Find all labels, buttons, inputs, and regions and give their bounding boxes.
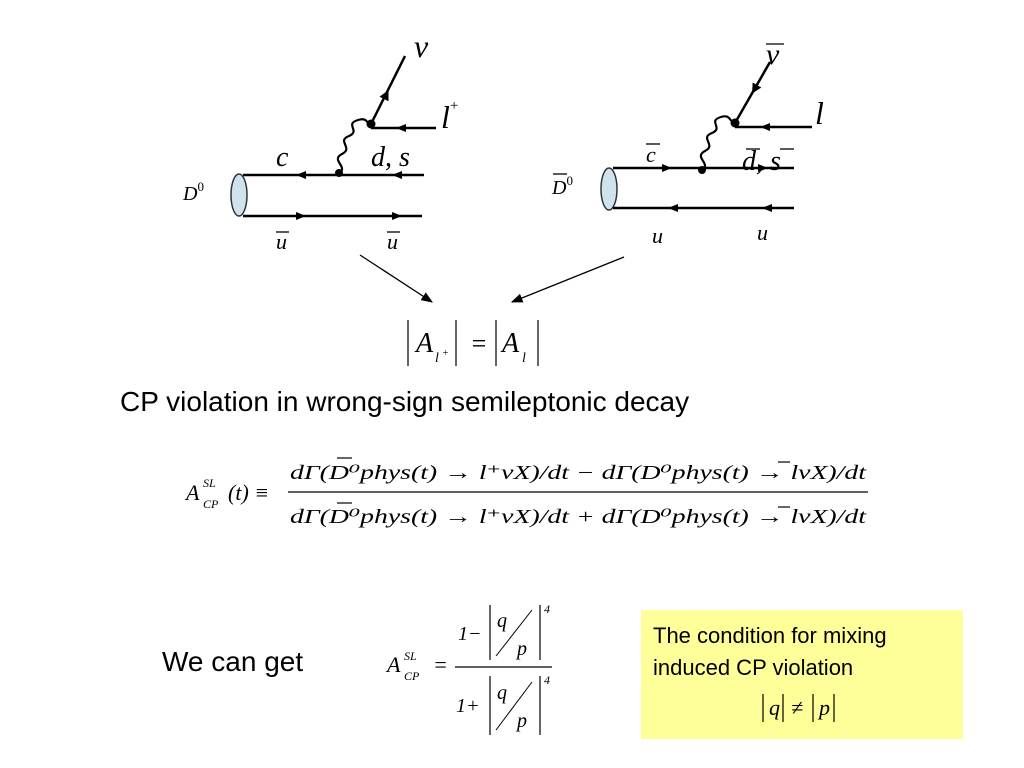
left-bottom-quark-left-label: u [276, 229, 287, 254]
amplitude-relation: A l + = A l [407, 320, 539, 366]
svg-text:CP: CP [404, 669, 420, 683]
svg-text:p: p [817, 695, 830, 720]
svg-text:≠: ≠ [791, 695, 803, 720]
left-converge-arrow [359, 254, 433, 303]
condition-box: The condition for mixing induced CP viol… [641, 610, 963, 739]
svg-text:p: p [515, 638, 527, 660]
svg-text:q: q [497, 610, 507, 632]
svg-text:=: = [433, 652, 448, 677]
right-converge-arrow [510, 256, 625, 303]
right-lepton-label: l [815, 95, 824, 131]
svg-text:A: A [500, 328, 520, 359]
condition-line-1: The condition for mixing [653, 623, 887, 648]
right-meson-label: D0 [551, 173, 573, 199]
svg-text:(t) ≡: (t) ≡ [228, 480, 269, 505]
asymmetry-numerator: dΓ(D⁰phys(t) → l⁺νX)/dt − dΓ(D⁰phys(t) →… [290, 462, 867, 484]
condition-formula: q ≠ p [762, 694, 835, 722]
right-bottom-quark-right-label: u [757, 220, 768, 245]
svg-text:A: A [385, 652, 401, 677]
left-neutrino-line [369, 55, 407, 125]
svg-text:A: A [184, 480, 200, 505]
left-w-boson [336, 118, 372, 174]
right-w-boson [699, 115, 736, 171]
left-top-quark-out-label: d, s [371, 142, 410, 173]
left-meson-ellipse [230, 173, 248, 217]
section-heading: CP violation in wrong-sign semileptonic … [120, 386, 690, 417]
right-top-quark-out-label: d, s [742, 146, 781, 177]
svg-text:p: p [515, 710, 527, 732]
right-feynman-diagram [600, 61, 812, 212]
left-feynman-diagram [230, 55, 436, 220]
svg-text:q: q [497, 682, 507, 704]
svg-text:1−: 1− [458, 623, 482, 645]
right-bottom-quark-left-label: u [652, 223, 663, 248]
svg-text:SL: SL [203, 476, 216, 490]
svg-text:A: A [414, 328, 434, 359]
right-top-quark-label: c [646, 142, 656, 167]
svg-text:SL: SL [404, 649, 417, 663]
left-lepton-label: l+ [441, 98, 458, 135]
right-neutrino-label: ν [766, 38, 780, 71]
left-meson-label: D0 [182, 179, 204, 205]
svg-text:l: l [522, 351, 526, 366]
svg-text:4: 4 [544, 602, 550, 616]
condition-line-2: induced CP violation [653, 655, 854, 680]
svg-text:4: 4 [544, 673, 550, 687]
result-label: We can get [162, 646, 304, 677]
svg-text:1+: 1+ [456, 695, 480, 717]
left-bottom-quark-right-label: u [387, 229, 398, 254]
left-top-quark-label: c [276, 142, 289, 173]
svg-text:CP: CP [203, 497, 219, 511]
left-neutrino-label: ν [414, 28, 429, 64]
svg-text:+: + [442, 348, 449, 359]
svg-text:q: q [769, 695, 780, 720]
asymmetry-denominator: dΓ(D⁰phys(t) → l⁺νX)/dt + dΓ(D⁰phys(t) →… [290, 506, 867, 528]
result-formula: A SL CP = 1− q p 4 1+ q p 4 [385, 602, 552, 735]
svg-text:l: l [435, 351, 439, 366]
svg-text:=: = [470, 329, 488, 358]
right-meson-ellipse [600, 167, 618, 211]
asymmetry-definition: A SL CP (t) ≡ dΓ(D⁰phys(t) → l⁺νX)/dt − … [184, 457, 868, 528]
